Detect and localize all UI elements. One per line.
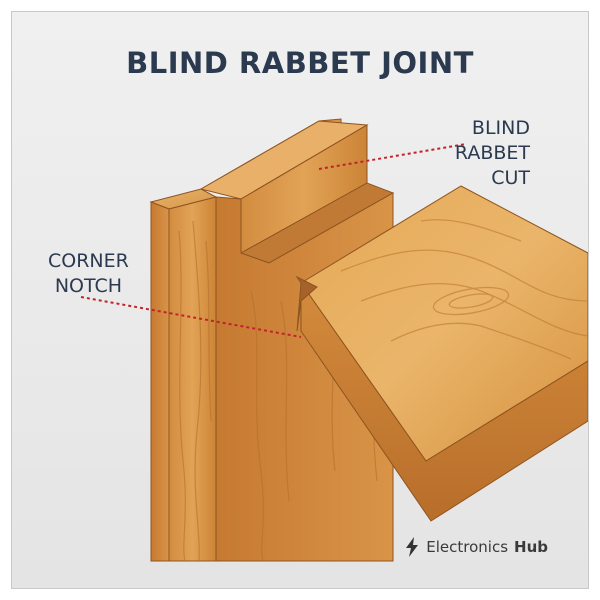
board-front-edge (300, 281, 588, 522)
diagram-frame: BLIND RABBET JOINT BLIND RABBET CUT CORN… (11, 11, 589, 589)
post-front-face (150, 201, 170, 562)
label-line: BLIND (471, 117, 530, 139)
joint-illustration (80, 118, 588, 562)
label-line: NOTCH (54, 275, 123, 297)
label-corner-notch: CORNER NOTCH (48, 249, 129, 299)
board-wood-grain (340, 219, 588, 360)
electronics-hub-logo-icon (406, 537, 419, 557)
label-blind-rabbet-cut: BLIND RABBET CUT (455, 116, 530, 191)
corner-notch-leader (80, 296, 302, 338)
diagram-title: BLIND RABBET JOINT (126, 46, 474, 80)
logo-text: Electronics (426, 538, 509, 556)
label-line: RABBET (454, 142, 530, 164)
blind-rabbet-cut-leader (318, 143, 467, 170)
label-line: CORNER (48, 250, 129, 272)
electronics-hub-logo: Electronics Hub (404, 537, 548, 557)
logo-text-bold: Hub (514, 538, 548, 556)
label-line: CUT (491, 167, 530, 189)
corner-notch-shape (295, 275, 318, 332)
